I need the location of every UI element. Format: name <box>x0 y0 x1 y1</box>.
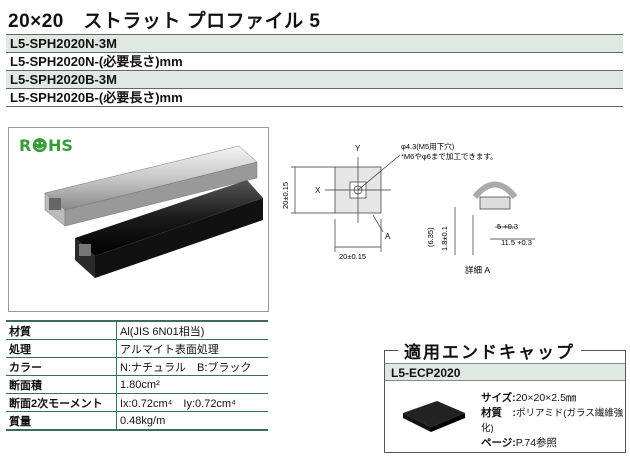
endcap-title: 適用エンドキャップ <box>398 338 581 363</box>
silver-profile <box>44 145 258 227</box>
product-code: L5-SPH2020N-(必要長さ)mm <box>6 53 623 71</box>
endcap-panel: L5-ECP2020 サイズ:20×20×2.5㎜ 材質 :ポリアミド(ガラス繊… <box>384 350 626 453</box>
detail-a-marker: A <box>385 232 391 241</box>
cross-section-diagram: Y X φ4.3(M5用下穴) *M6やφ6まで加工できます。 20±0.15 … <box>281 141 535 275</box>
product-code-list: L5-SPH2020N-3M L5-SPH2020N-(必要長さ)mm L5-S… <box>6 34 623 107</box>
dimension-5: 5 +0.3 <box>497 222 518 231</box>
axis-x-label: X <box>315 186 321 195</box>
dimension-11-5: 11.5 +0.3 <box>501 238 532 247</box>
black-profile <box>75 180 263 278</box>
product-code: L5-SPH2020B-3M <box>6 71 623 89</box>
endcap-image <box>403 401 465 432</box>
endcap-specs: サイズ:20×20×2.5㎜ 材質 :ポリアミド(ガラス繊維強化) ページ:P.… <box>481 392 624 449</box>
product-code: L5-SPH2020N-3M <box>6 35 623 53</box>
rohs-logo: R☻HS <box>19 136 73 155</box>
dimension-1-8: 1.8±0.1 <box>440 226 449 251</box>
width-dimension: 20±0.15 <box>339 252 366 261</box>
endcap-code: L5-ECP2020 <box>385 363 625 381</box>
hole-note: φ4.3(M5用下穴) <box>401 141 455 151</box>
dimension-6-35: (6.35) <box>426 227 435 247</box>
profile-illustration <box>44 145 263 278</box>
page-title: 20×20 ストラット プロファイル 5 <box>8 11 321 32</box>
table-row: 処理アルマイト表面処理 <box>6 339 268 358</box>
height-dimension: 20±0.15 <box>281 182 290 209</box>
axis-y-label: Y <box>355 144 361 153</box>
detail-a-label: 詳細 A <box>465 265 490 275</box>
hole-note-sub: *M6やφ6まで加工できます。 <box>401 151 498 161</box>
product-code: L5-SPH2020B-(必要長さ)mm <box>6 89 623 107</box>
product-photo: R☻HS <box>8 127 269 312</box>
